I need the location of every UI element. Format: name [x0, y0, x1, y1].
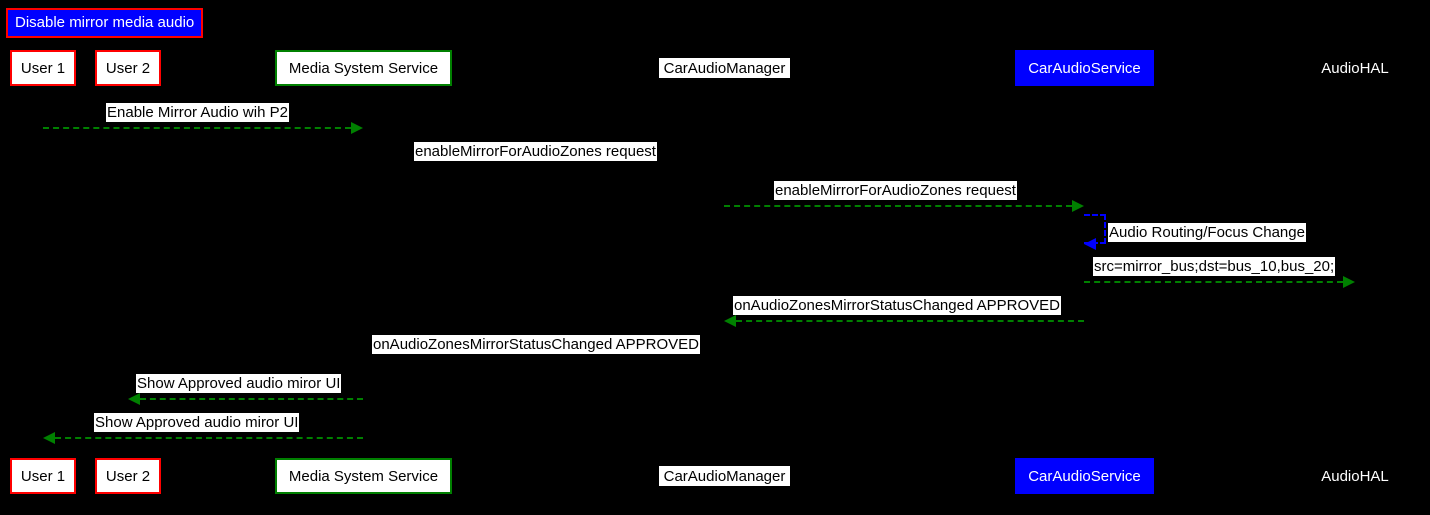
message-label-enable-mirror-for-audio-zones-request-1: enableMirrorForAudioZones request — [414, 142, 657, 161]
participant-car-audio-service-top[interactable]: CarAudioService — [1015, 50, 1154, 86]
message-label-show-approved-ui-user1: Show Approved audio miror UI — [94, 413, 300, 432]
diagram-title: Disable mirror media audio — [6, 8, 204, 38]
message-line — [55, 437, 363, 439]
message-line — [375, 359, 724, 361]
arrowhead-right — [1072, 200, 1084, 212]
message-label-enable-mirror-audio: Enable Mirror Audio wih P2 — [106, 103, 289, 122]
lifeline-audio-hal — [1355, 89, 1356, 457]
message-label-on-audio-zones-mirror-status-changed-1: onAudioZonesMirrorStatusChanged APPROVED — [733, 296, 1062, 315]
message-line — [140, 398, 363, 400]
participant-audio-hal-top[interactable]: AudioHAL — [1316, 58, 1394, 78]
participant-user1-bottom[interactable]: User 1 — [10, 458, 76, 494]
participant-car-audio-service-bottom[interactable]: CarAudioService — [1015, 458, 1154, 494]
participant-label: Media System Service — [288, 59, 439, 77]
lifeline-user1 — [43, 89, 44, 457]
arrowhead-left — [128, 393, 140, 405]
message-line — [43, 127, 351, 129]
participant-user2-top[interactable]: User 2 — [95, 50, 161, 86]
participant-label: User 2 — [105, 467, 151, 485]
lifeline-car-audio-service — [1084, 89, 1085, 457]
message-line — [363, 166, 712, 168]
lifeline-user2 — [128, 89, 129, 457]
participant-label: User 2 — [105, 59, 151, 77]
message-label-show-approved-ui-user2: Show Approved audio miror UI — [136, 374, 342, 393]
participant-label: AudioHAL — [1321, 59, 1389, 77]
participant-label: CarAudioManager — [663, 467, 786, 485]
arrowhead-left — [724, 315, 736, 327]
participant-label: CarAudioManager — [663, 59, 786, 77]
lifeline-car-audio-manager — [724, 89, 725, 457]
arrowhead-right — [712, 161, 724, 173]
message-line — [724, 205, 1072, 207]
participant-media-system-service-top[interactable]: Media System Service — [275, 50, 452, 86]
participant-label: User 1 — [20, 59, 66, 77]
participant-label: CarAudioService — [1028, 59, 1141, 77]
message-label-enable-mirror-for-audio-zones-request-2: enableMirrorForAudioZones request — [774, 181, 1017, 200]
message-label-src-mirror-bus: src=mirror_bus;dst=bus_10,bus_20; — [1093, 257, 1336, 276]
arrowhead-self-left — [1084, 238, 1096, 250]
message-label-on-audio-zones-mirror-status-changed-2: onAudioZonesMirrorStatusChanged APPROVED — [372, 335, 701, 354]
participant-label: CarAudioService — [1028, 467, 1141, 485]
participant-user1-top[interactable]: User 1 — [10, 50, 76, 86]
message-line — [736, 320, 1084, 322]
arrowhead-left — [43, 432, 55, 444]
participant-media-system-service-bottom[interactable]: Media System Service — [275, 458, 452, 494]
message-line — [1084, 281, 1343, 283]
arrowhead-left — [363, 354, 375, 366]
participant-label: User 1 — [20, 467, 66, 485]
arrowhead-right — [351, 122, 363, 134]
participant-label: Media System Service — [288, 467, 439, 485]
participant-audio-hal-bottom[interactable]: AudioHAL — [1316, 466, 1394, 486]
participant-car-audio-manager-top[interactable]: CarAudioManager — [659, 58, 790, 78]
message-label-audio-routing-focus-change: Audio Routing/Focus Change — [1108, 223, 1306, 242]
participant-car-audio-manager-bottom[interactable]: CarAudioManager — [659, 466, 790, 486]
arrowhead-right — [1343, 276, 1355, 288]
participant-user2-bottom[interactable]: User 2 — [95, 458, 161, 494]
lifeline-media-system-service — [363, 89, 364, 457]
participant-label: AudioHAL — [1321, 467, 1389, 485]
